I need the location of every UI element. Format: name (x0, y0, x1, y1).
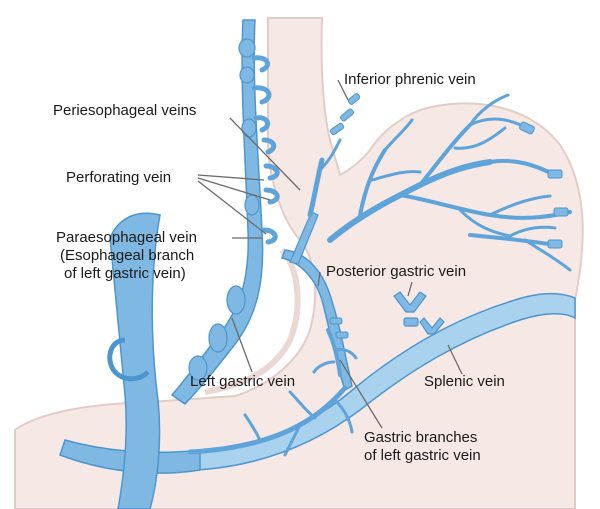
stomach-body (14, 17, 584, 509)
stomach-lesser-curve (204, 247, 301, 395)
label-inferior-phrenic-vein: Inferior phrenic vein (344, 71, 476, 88)
left-gastric-vein-trunk (280, 249, 353, 392)
label-perforating-vein: Perforating vein (66, 169, 171, 186)
small-loop-vein (107, 337, 150, 382)
leader-lines (197, 79, 463, 429)
label-paraesophageal-vein: Paraesophageal vein (56, 229, 197, 246)
large-vertical-vein (109, 212, 161, 509)
label-splenic-vein: Splenic vein (424, 373, 505, 390)
label-left-gastric-vein: Left gastric vein (190, 373, 295, 390)
label-paraesophageal-vein-line2: (Esophageal branch (60, 247, 194, 264)
fundal-branch-ends (519, 121, 569, 249)
gastric-branch-ends (329, 317, 349, 339)
gastric-fundal-branches (307, 93, 572, 272)
gastric-branches-lesser-curve (187, 328, 358, 457)
inferior-phrenic-vein (329, 93, 361, 136)
label-gastric-branches-line2: of left gastric vein (364, 447, 481, 464)
posterior-gastric-vein (393, 291, 445, 335)
label-periesophageal-veins: Periesophageal veins (53, 102, 196, 119)
left-gastric-upper-branch (289, 211, 319, 265)
label-paraesophageal-vein-line3: of left gastric vein) (64, 265, 186, 282)
periesophageal-veins (251, 55, 280, 245)
label-posterior-gastric-vein: Posterior gastric vein (326, 263, 466, 280)
label-gastric-branches: Gastric branches (364, 429, 477, 446)
